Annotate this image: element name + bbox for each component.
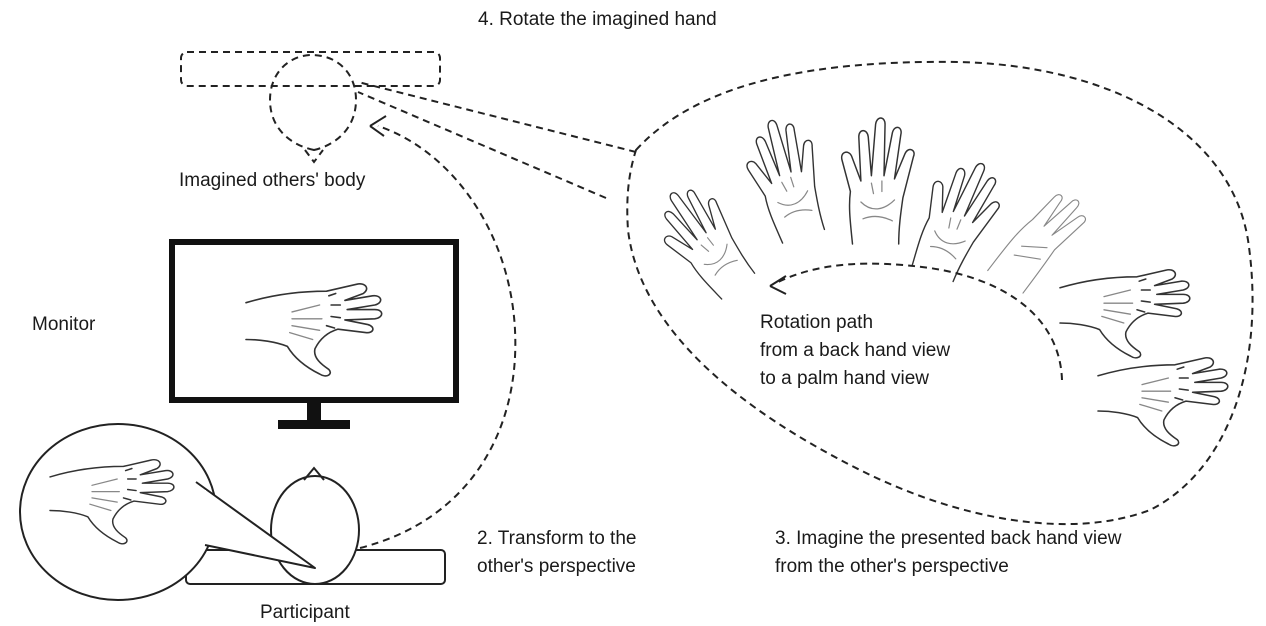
monitor [172, 242, 456, 429]
palm-hand-icon [903, 150, 1012, 287]
imagined-body-nose [305, 150, 323, 162]
step4-label: 4. Rotate the imagined hand [478, 9, 717, 30]
step2-label-line2: other's perspective [477, 556, 636, 577]
step3-label-line1: 3. Imagine the presented back hand view [775, 528, 1122, 549]
back-hand-icon [1060, 270, 1190, 358]
step3-label-line2: from the other's perspective [775, 556, 1009, 577]
rotation-path-label-line3: to a palm hand view [760, 368, 929, 389]
projection-line-upper [358, 82, 636, 152]
imagined-body-head [270, 55, 356, 150]
monitor-base [278, 420, 350, 429]
imagined-body-label: Imagined others' body [179, 170, 366, 191]
monitor-screen [172, 242, 456, 400]
monitor-neck [307, 400, 321, 422]
step2-label-line1: 2. Transform to the [477, 528, 636, 549]
palm-hand-icon [736, 111, 839, 246]
back-hand-icon [1098, 358, 1228, 446]
rotation-path-label-line1: Rotation path [760, 312, 873, 333]
projection-line-lower [358, 92, 606, 198]
participant-label: Participant [260, 602, 350, 623]
rotation-sequence [644, 111, 1228, 446]
thought-bubble [20, 424, 315, 600]
imagined-body-shoulders [181, 52, 440, 86]
rotation-path-label-line2: from a back hand view [760, 340, 950, 361]
imagined-body [181, 52, 440, 162]
imagined-rotation-region [627, 62, 1252, 524]
monitor-label: Monitor [32, 314, 96, 335]
palm-hand-icon [842, 118, 914, 244]
palm-hand-icon [644, 175, 766, 305]
